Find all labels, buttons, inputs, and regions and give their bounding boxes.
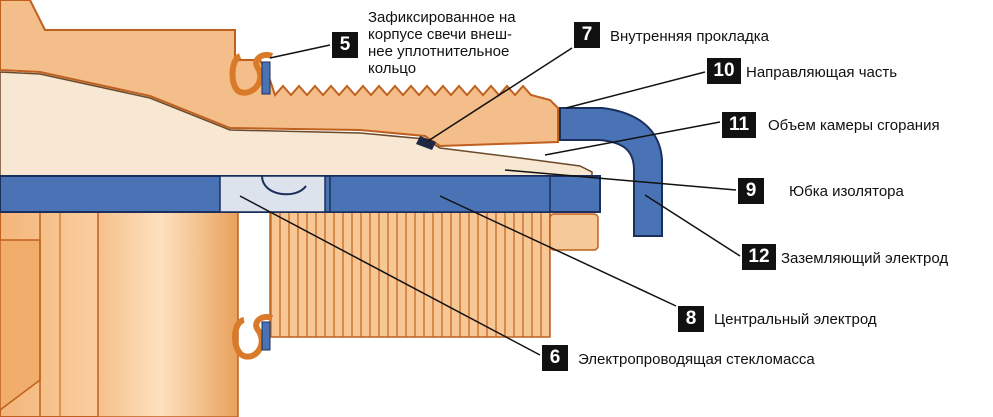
lower-thread: [269, 211, 551, 338]
callout-label-5-line-3: нее уплотнительное: [368, 43, 510, 60]
inner-gasket: [416, 136, 436, 150]
callout-badge-7: 7: [574, 22, 600, 48]
leader-6: [239, 195, 541, 356]
callout-badge-5: 5: [332, 32, 358, 58]
callout-label-8: Центральный электрод: [714, 311, 877, 328]
lower-seal-ring: [232, 314, 274, 360]
callout-label-5-line-4: кольцо: [368, 60, 417, 77]
callout-label-12: Заземляющий электрод: [781, 250, 949, 267]
callout-badge-12: 12: [742, 244, 776, 270]
hex-inner-cylinder: [97, 211, 239, 417]
glass-curl: [261, 175, 307, 196]
conductive-glass: [219, 175, 326, 213]
upper-housing: [0, 0, 559, 148]
callout-label-5-line-2: корпусе свечи внеш-: [368, 26, 513, 43]
callout-badge-9: 9: [738, 178, 764, 204]
callout-badge-11: 11: [722, 112, 756, 138]
callout-label-11: Объем камеры сгорания: [768, 117, 940, 134]
callout-label-10: Направляющая часть: [746, 64, 898, 81]
leader-5: [269, 44, 331, 59]
callout-label-5-line-1: Зафиксированное на: [368, 9, 516, 26]
leader-9: [504, 169, 737, 191]
upper-seal-insert: [261, 61, 271, 95]
lower-seal-insert: [261, 321, 271, 351]
thread-end: [549, 213, 599, 251]
leader-11: [544, 121, 721, 156]
hex-facet-left: [0, 239, 41, 411]
leader-12: [644, 194, 741, 257]
callout-label-9: Юбка изолятора: [789, 183, 904, 200]
callout-badge-6: 6: [542, 345, 568, 371]
callout-label-7: Внутренняя прокладка: [610, 28, 769, 45]
leader-7: [427, 47, 573, 142]
electrode-ribs: [329, 175, 551, 213]
callout-badge-10: 10: [707, 58, 741, 84]
callout-badge-8: 8: [678, 306, 704, 332]
callout-label-6: Электропроводящая стекломасса: [578, 351, 815, 368]
leader-8: [439, 195, 677, 307]
upper-seal-ring: [229, 52, 274, 96]
leader-10: [565, 71, 706, 109]
